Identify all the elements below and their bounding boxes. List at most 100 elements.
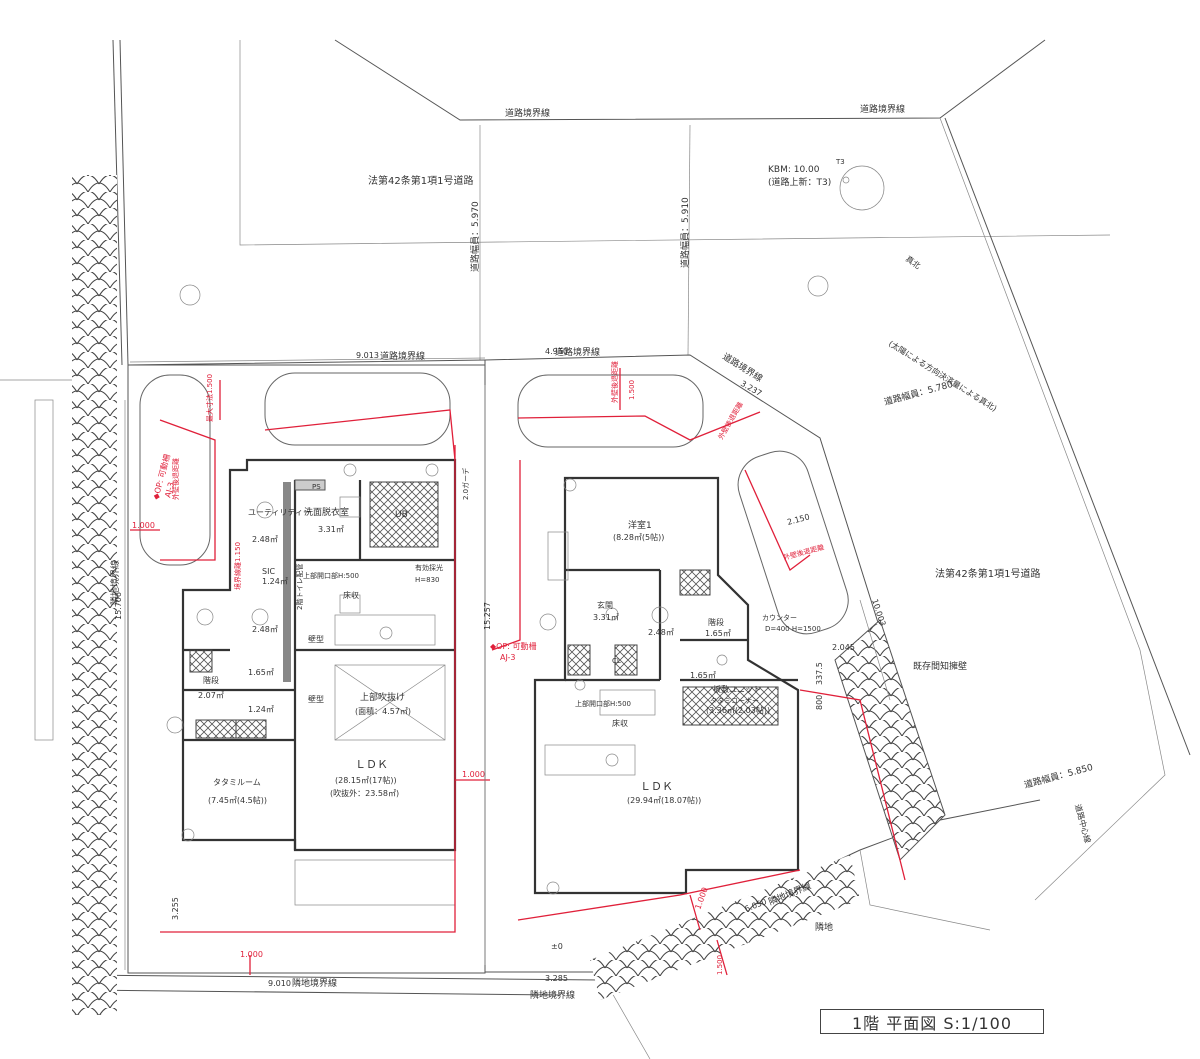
kbm-sub-label: (道路上新：T3): [768, 176, 831, 188]
red-label-4: 外壁後退距離: [610, 361, 619, 403]
utility-area: 2.48㎡: [252, 535, 278, 544]
road-width-3: 道路幅員：5.780: [883, 378, 955, 408]
road-label-north: 法第42条第1項1号道路: [368, 174, 473, 187]
dim-1000-b: 1.000: [462, 770, 485, 779]
daylight-label: 有効採光: [415, 563, 443, 572]
neighbor-boundary-2: 隣地境界線: [530, 989, 575, 1001]
ldk-area-left: (28.15㎡(17帖)): [335, 775, 397, 785]
dim-3255: 3.255: [171, 897, 180, 920]
dim-1000-a: 1.000: [132, 521, 155, 530]
red-label-7: 1.500: [716, 955, 724, 975]
storage-area-1: 1.65㎡: [248, 668, 274, 677]
tatami-area: (7.45㎡(4.5帖)): [208, 795, 267, 805]
ldk-area-right: (29.94㎡(18.07帖)): [627, 795, 701, 805]
utility-label: ユーティリティー: [248, 508, 311, 517]
road-labels: 法第42条第1項1号道路 法第42条第1項1号道路 道路境界線 道路境界線 道路…: [109, 103, 1094, 1001]
floor-storage-left: 床収: [343, 590, 359, 600]
entrance-area: 3.31㎡: [593, 613, 619, 622]
bath-area: (3.36㎡(2.03帖)): [706, 705, 770, 715]
dim-337: 337.5: [815, 662, 824, 685]
t3-label: T3: [835, 158, 845, 166]
road-boundary-label-1: 道路境界線: [505, 107, 550, 119]
tatami-label: タタミルーム: [213, 778, 261, 787]
red-label-5: 外壁後退距離: [716, 400, 745, 441]
left-house-fixtures: [166, 463, 439, 842]
void-area: (面積：4.57㎡): [355, 706, 411, 716]
dim-9013: 9.013: [356, 351, 379, 360]
left-house-hatched-areas: [189, 479, 439, 739]
red-label-3: 外壁後退距離: [171, 458, 180, 500]
manholes: [179, 165, 885, 306]
sic-label: SIC: [262, 567, 275, 576]
dimension-lines: [124, 357, 891, 970]
road-boundary-label-4: 道路境界線: [555, 346, 600, 358]
counter-dim: D=400 H=1500: [765, 625, 821, 633]
road-width-2: 道路幅員：5.910: [679, 197, 691, 268]
ldk-note-left: (吹抜外：23.58㎡): [330, 788, 399, 798]
left-op-code: AJ-3: [163, 481, 176, 498]
existing-wall-label: 既存間知擁壁: [913, 660, 967, 672]
side-label: 2.0ガーデ: [461, 468, 470, 500]
skylight-left: 上部開口部H:500: [303, 571, 359, 580]
storage-area-2: 1.24㎡: [248, 705, 274, 714]
dim-15257: 15.257: [483, 602, 492, 630]
road-width-1: 道路幅員：5.970: [469, 201, 481, 272]
stair-label-right: 階段: [708, 617, 724, 627]
right-op-label: ◆OP: 可動柵: [490, 641, 537, 651]
daylight-sub: H=830: [415, 576, 440, 584]
bath-label: 板敷ユニット: [713, 684, 761, 694]
dim-1000-c: 1.000: [240, 950, 263, 959]
neighbor-land-label: 隣地: [815, 921, 833, 933]
red-label-8: 1.500: [628, 380, 636, 400]
red-label-1: 最大寸法1.500: [205, 374, 214, 422]
dim-15706: 15.706: [114, 592, 123, 620]
wall-type-2: 壁型: [308, 694, 324, 704]
western-room-label: 洋室1: [628, 519, 652, 531]
skylight-right: 上部開口部H:500: [575, 699, 631, 708]
toilet-area: 1.65㎡: [690, 671, 716, 680]
road-label-east: 法第42条第1項1号道路: [935, 567, 1040, 580]
right-op-code: AJ-3: [500, 653, 516, 662]
floor-storage-right: 床収: [612, 718, 628, 728]
ps-label: PS: [312, 483, 321, 491]
void-label: 上部吹抜け: [360, 691, 405, 703]
road-width-4: 道路幅員：5.850: [1023, 761, 1095, 791]
neighbor-boundary-3: 隣地境界線: [109, 560, 121, 605]
ldk-label-left: ＬＤＫ: [355, 758, 388, 771]
wash-label: 洗面脱衣室: [304, 506, 349, 518]
dim-9010: 9.010: [268, 979, 291, 988]
road-boundary-label-2: 道路境界線: [860, 103, 905, 115]
sic-area: 1.24㎡: [262, 577, 288, 586]
parking-cars: [139, 372, 849, 635]
bath-sub-label: タタミコーナー: [710, 696, 759, 705]
dim-1000-d: 1.000: [693, 886, 709, 911]
red-setback-lines: [130, 368, 906, 976]
cl-label: CL: [612, 657, 621, 665]
retaining-wall-hatch: [72, 175, 946, 1015]
right-house-fixtures: [539, 478, 728, 895]
ldk-label-right: ＬＤＫ: [640, 780, 673, 793]
stair-area-right: 1.65㎡: [705, 629, 731, 638]
red-label-2: 境界線離1.150: [233, 542, 242, 590]
counter-label: カウンター: [762, 613, 797, 622]
western-room-area: (8.28㎡(5帖)): [613, 532, 664, 542]
wash-area: 3.31㎡: [318, 525, 344, 534]
slope-label: 2階トイレ配管: [295, 564, 304, 610]
right-house-hatched-areas: [567, 569, 779, 726]
right-house-labels: ◆OP: 可動柵 AJ-3 洋室1 (8.28㎡(5帖)) 玄関 3.31㎡ 2…: [490, 519, 821, 951]
wc-area: 2.48㎡: [252, 625, 278, 634]
dim-2150: 2.150: [786, 512, 810, 527]
left-house-labels: ◆OP: 可動柵 AJ-3 ユーティリティー 2.48㎡ 洗面脱衣室 3.31㎡…: [150, 453, 470, 805]
entrance-label: 玄関: [597, 600, 613, 610]
drawing-title: 1階 平面図 S:1/100: [820, 1009, 1044, 1034]
wall-type-1: 壁型: [308, 634, 324, 644]
road-boundary-label-3: 道路境界線: [380, 350, 425, 362]
north-label: 真北: [904, 253, 923, 270]
road-center-label: 道路中心線: [1073, 803, 1093, 844]
stair-label-left: 階段: [203, 675, 219, 685]
kbm-label: KBM: 10.00: [768, 165, 820, 175]
dim-800: 800: [815, 695, 824, 710]
level-mark: ±0: [551, 942, 563, 951]
stair-area-left: 2.07㎡: [198, 691, 224, 700]
dim-10003: 10.003: [870, 598, 887, 627]
